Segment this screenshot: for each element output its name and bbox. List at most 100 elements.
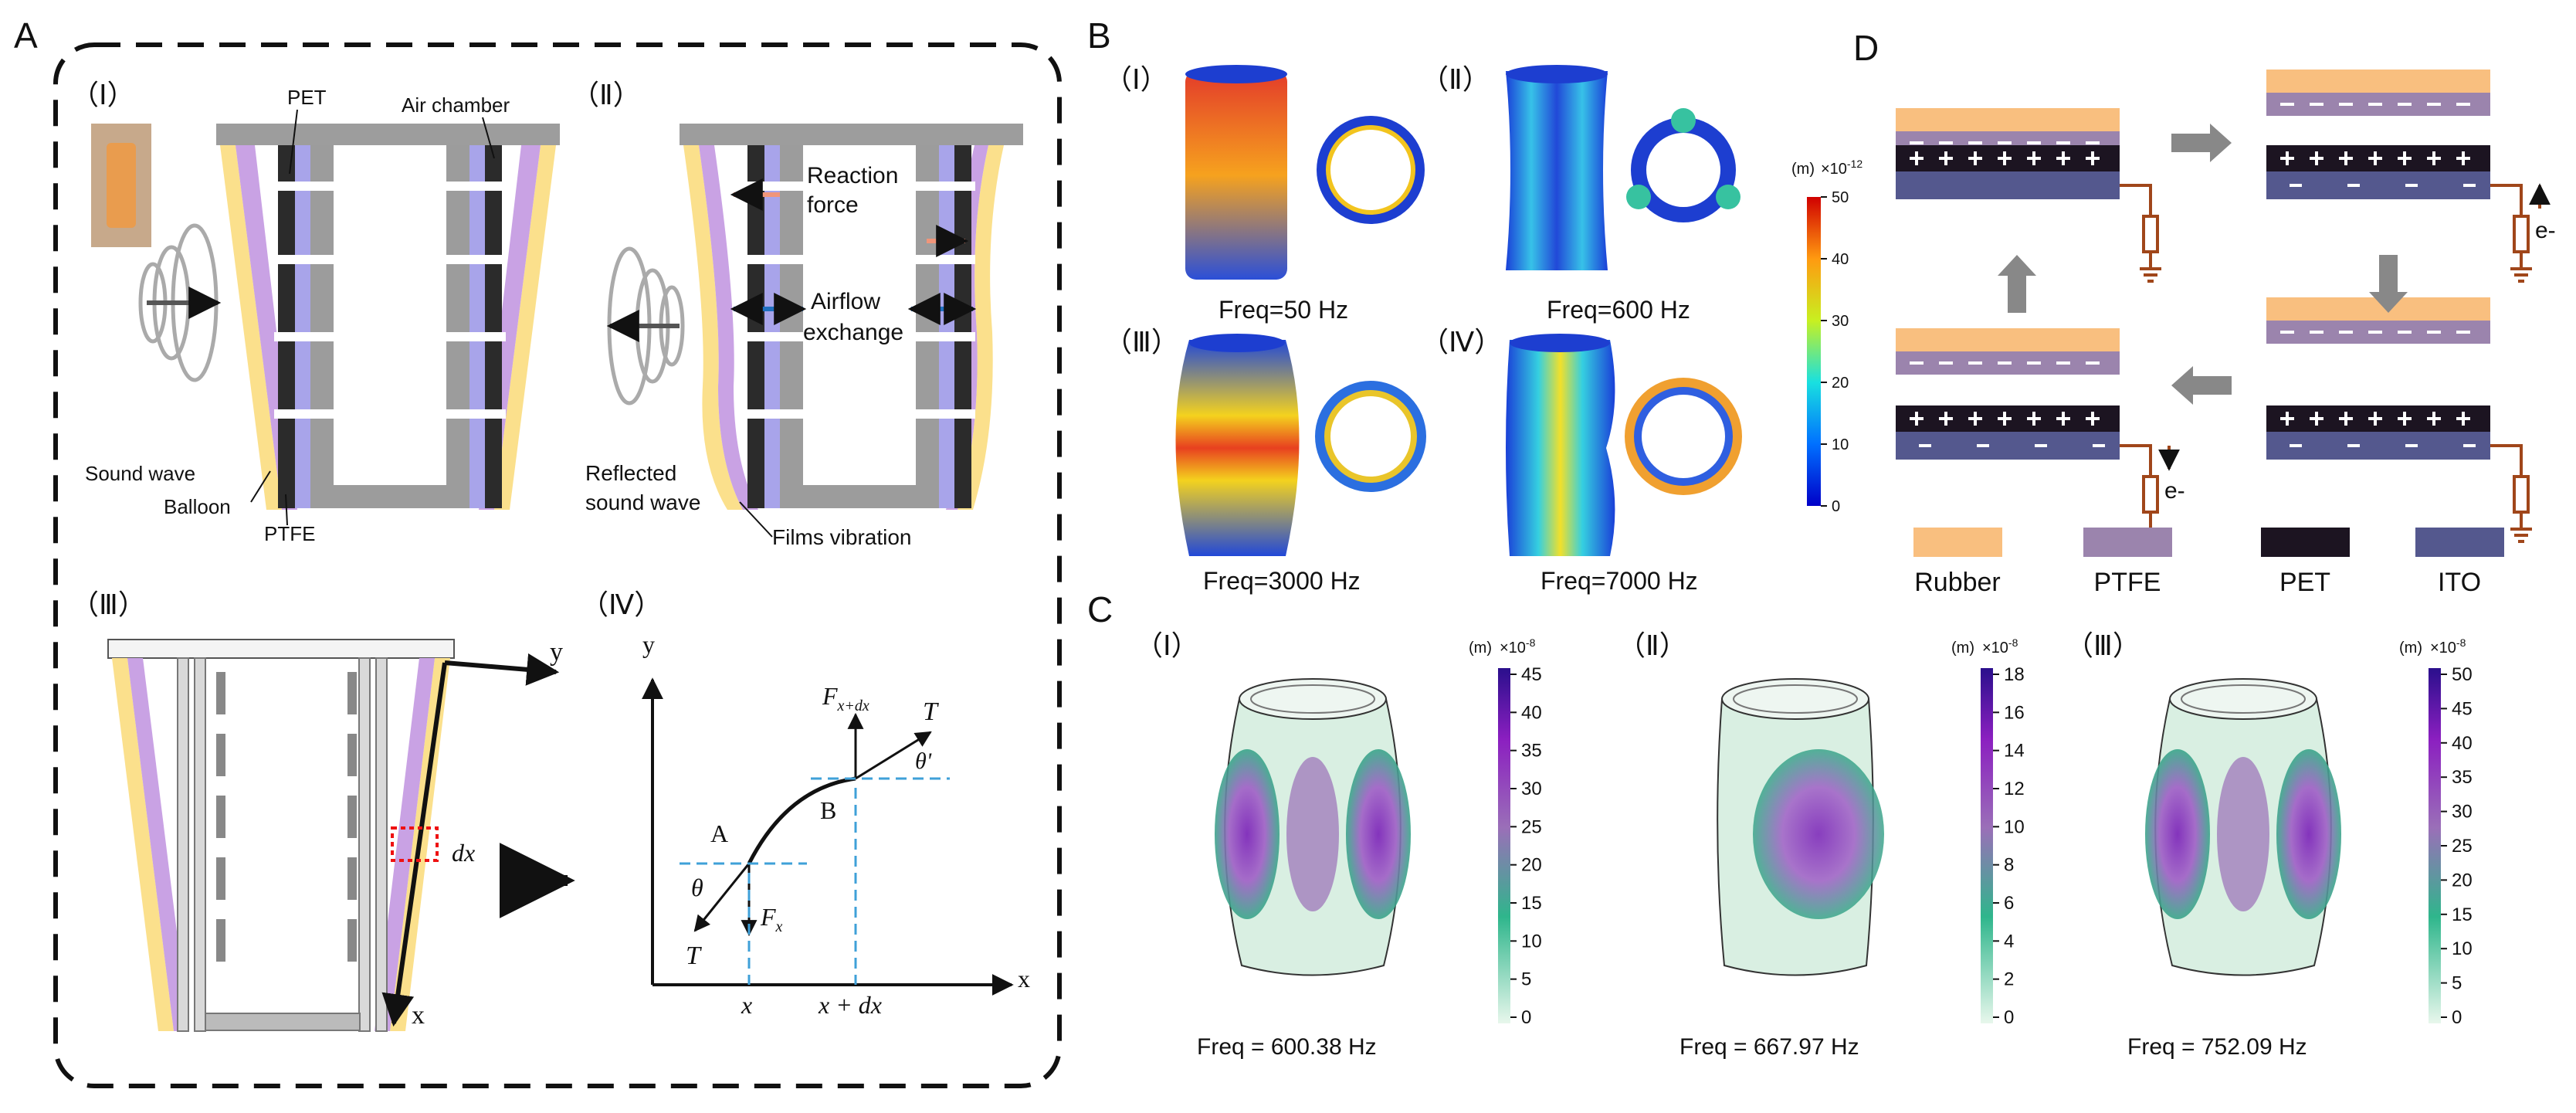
films-vibration-leader (739, 501, 773, 538)
b2-shell-model (1506, 71, 1608, 270)
frame-bottom-2 (780, 485, 939, 508)
d-ito-minus-charge (2347, 444, 2360, 447)
c-tick-label: 20 (1521, 855, 1542, 876)
panel-c-item-3: （Ⅲ）Freq = 752.09 Hz(m)×10-85045403530252… (2066, 629, 2473, 1060)
top-plate (216, 124, 560, 145)
b2-numeral: （Ⅱ） (1421, 63, 1490, 95)
ito-film-right-2 (939, 145, 954, 508)
d-rubber-layer (2266, 70, 2490, 93)
device-photo-core (107, 143, 136, 228)
d-plus-charge (2086, 412, 2100, 426)
c-tick-label: 35 (2452, 767, 2473, 788)
c-tick-label: 0 (2004, 1007, 2014, 1028)
d-minus-charge (1998, 141, 2012, 144)
ptfe-right-3 (375, 658, 435, 1031)
d-wire (2490, 184, 2523, 216)
d-plus-charge (2427, 412, 2441, 426)
c-deformation-lobe (1753, 749, 1884, 919)
panel-b-letter: B (1087, 15, 1111, 56)
theta-prime-label: θ' (915, 748, 932, 774)
c-tick-label: 25 (1521, 816, 1542, 837)
c-top-inner-rim (2181, 684, 2306, 714)
c-tick-label: 15 (2452, 904, 2473, 925)
frame-right-2 (916, 145, 939, 508)
d-minus-charge (2368, 103, 2382, 106)
pet-film-left (278, 145, 295, 508)
arrow-left-icon (2171, 366, 2232, 405)
c-deformation-lobe-left (2145, 749, 2210, 919)
c-tick-label: 8 (2004, 855, 2014, 876)
d-ground-icon (2510, 252, 2532, 283)
label-airflow: Airflow (811, 289, 880, 314)
b2-lobe-2 (1626, 185, 1651, 209)
ito-film-left-2 (764, 145, 780, 508)
d-legend-label: Rubber (1914, 568, 2001, 597)
b2-ring-inner (1646, 133, 1720, 207)
d-minus-charge (2398, 331, 2412, 334)
b1-numeral: （Ⅰ） (1104, 63, 1168, 95)
panel-d-letter: D (1853, 28, 1879, 68)
tick-x-label: x (741, 991, 752, 1019)
c-tick-label: 20 (2452, 870, 2473, 891)
d-plus-charge (2027, 412, 2041, 426)
panel-a-letter: A (14, 15, 38, 56)
c-top-inner-rim (1733, 684, 1858, 714)
b-tick-label: 40 (1832, 251, 1849, 268)
d-electron-label: e- (2164, 478, 2185, 504)
b1-caption: Freq=50 Hz (1219, 296, 1348, 324)
c-tick-label: 30 (1521, 779, 1542, 799)
balloon-left-2 (683, 145, 743, 510)
d-state-1 (1896, 108, 2161, 283)
c-tick-label: 10 (2452, 938, 2473, 959)
d-legend-swatch (2415, 528, 2504, 557)
d-plus-charge (2310, 412, 2323, 426)
d-minus-charge (1968, 361, 1982, 365)
label-force: force (807, 192, 859, 218)
b1-shell-model (1185, 71, 1287, 280)
panel-a-sub2: （Ⅱ） (571, 79, 1023, 549)
d-plus-charge (2339, 412, 2353, 426)
d-electron-label: e- (2535, 218, 2556, 243)
d-plus-charge (1968, 412, 1982, 426)
b-tick-label: 20 (1832, 375, 1849, 392)
balloon-right (494, 145, 556, 510)
b-colorbar-unit: (m)×10-12 (1791, 158, 1863, 178)
tension-bottom-label: T (686, 942, 702, 970)
d-minus-charge (2027, 141, 2041, 144)
d-plus-charge (2456, 412, 2470, 426)
d-legend-swatch (1913, 528, 2002, 557)
b4-numeral: （Ⅳ） (1421, 326, 1502, 358)
sub1-numeral: （Ⅰ） (71, 79, 135, 110)
d-rubber-layer (1896, 108, 2120, 131)
d-plus-charge (1910, 151, 1924, 165)
panel-a: A （Ⅰ） (14, 15, 1062, 1088)
ptfe-left-3 (127, 658, 189, 1031)
d-plus-charge (1998, 151, 2012, 165)
d-wire (2120, 444, 2152, 477)
d-ito-minus-charge (2463, 444, 2476, 447)
c-colorbar-scale (1981, 668, 1993, 1023)
c-colorbar-unit: (m)×10-8 (1469, 636, 1536, 657)
tick-xdx-label: x + dx (818, 991, 882, 1019)
d-minus-charge (2280, 103, 2294, 106)
pet-leader (289, 109, 298, 175)
d-plus-charge (2398, 412, 2412, 426)
b2-lobe-1 (1671, 108, 1696, 133)
dx-highlight-box (391, 826, 439, 862)
d-minus-charge (2339, 103, 2353, 106)
balloon-left (220, 145, 282, 510)
theta-label: θ (691, 874, 703, 901)
d-state-3 (2266, 297, 2532, 543)
panel-a-sub3: （Ⅲ） y x dx (71, 589, 575, 1032)
d-ito-minus-charge (2463, 184, 2476, 187)
c-tick-label: 12 (2004, 779, 2025, 799)
sub3-dx-label: dx (452, 839, 475, 867)
d-legend-swatch (2261, 528, 2350, 557)
d-ito-layer (2266, 171, 2490, 199)
c-tick-label: 30 (2452, 802, 2473, 823)
d-plus-charge (2339, 151, 2353, 165)
c-top-rim (1239, 678, 1387, 720)
d-legend-label: PET (2279, 568, 2330, 597)
cycle-arrows (1998, 124, 2408, 405)
x-axis-line (381, 662, 447, 1027)
